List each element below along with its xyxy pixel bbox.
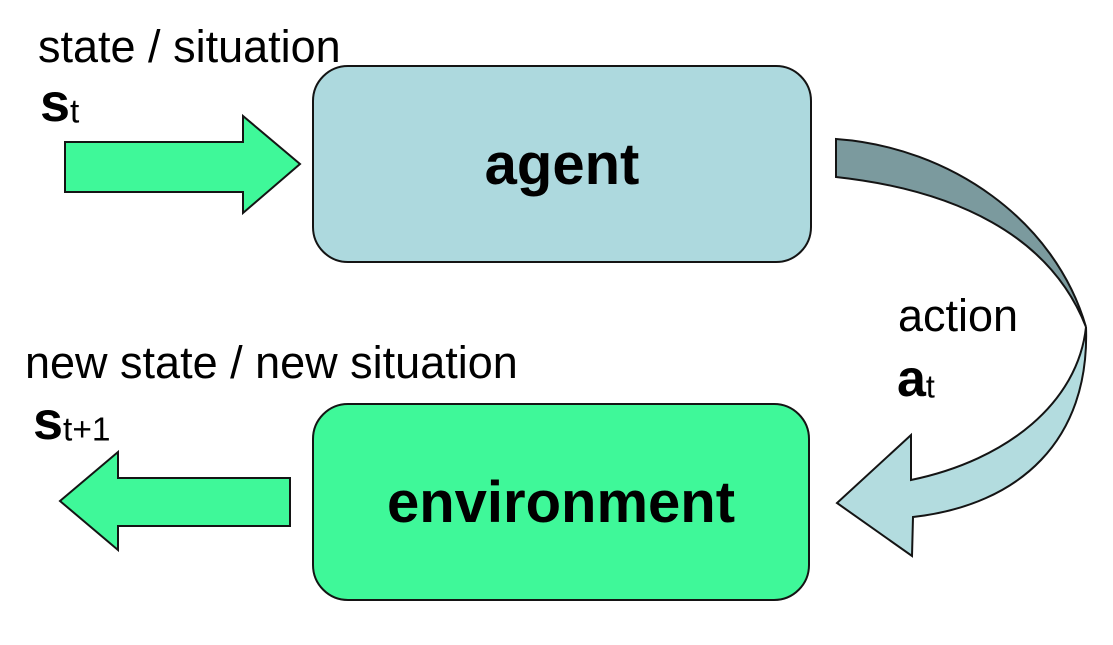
new-state-symbol-base: s [33, 391, 64, 451]
agent-node-label: agent [484, 131, 640, 197]
state-symbol-subscript: t [70, 93, 80, 131]
state-label: state / situation [38, 21, 341, 72]
agent-node: agent [312, 65, 812, 263]
new-state-arrow-icon [58, 449, 291, 553]
environment-node-label: environment [386, 469, 736, 535]
action-symbol-subscript: t [925, 368, 935, 405]
environment-node: environment [312, 403, 810, 601]
new-state-symbol-subscript: t+1 [63, 411, 111, 449]
state-arrow-icon [64, 113, 302, 216]
new-state-symbol: st+1 [33, 394, 111, 448]
action-curve-arrowhead-icon [835, 326, 1088, 558]
new-state-label: new state / new situation [25, 337, 518, 388]
action-symbol-base: a [897, 350, 926, 408]
state-symbol: st [40, 76, 79, 130]
action-symbol: at [897, 353, 935, 405]
state-symbol-base: s [40, 73, 71, 133]
action-label: action [898, 290, 1019, 341]
